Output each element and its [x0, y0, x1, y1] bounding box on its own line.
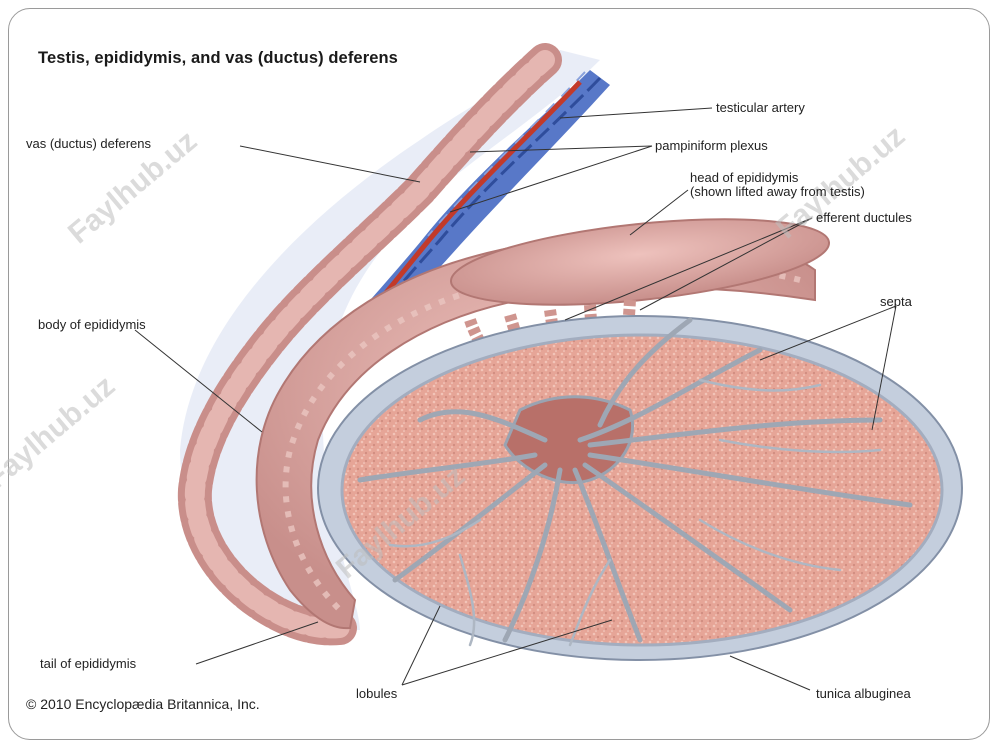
- leader-lines: [134, 107, 897, 691]
- label-septa: septa: [880, 294, 912, 309]
- head-of-epididymis: [449, 218, 831, 306]
- diagram-title: Testis, epididymis, and vas (ductus) def…: [38, 49, 398, 67]
- testis-lobules: [340, 333, 944, 647]
- label-efferent-ductules: efferent ductules: [816, 210, 912, 225]
- septa-lines: [357, 317, 913, 643]
- label-tunica-albuginea: tunica albuginea: [816, 686, 911, 701]
- label-head-of-epididymis: head of epididymis: [690, 170, 799, 185]
- label-tail-of-epididymis: tail of epididymis: [40, 656, 137, 671]
- label-testicular-artery: testicular artery: [716, 100, 805, 115]
- label-lobules: lobules: [356, 686, 398, 701]
- label-vas-deferens: vas (ductus) deferens: [26, 136, 152, 151]
- label-body-of-epididymis: body of epididymis: [38, 317, 146, 332]
- label-pampiniform-plexus: pampiniform plexus: [655, 138, 768, 153]
- copyright-notice: © 2010 Encyclopædia Britannica, Inc.: [26, 696, 260, 712]
- label-head-of-epididymis-note: (shown lifted away from testis): [690, 184, 865, 199]
